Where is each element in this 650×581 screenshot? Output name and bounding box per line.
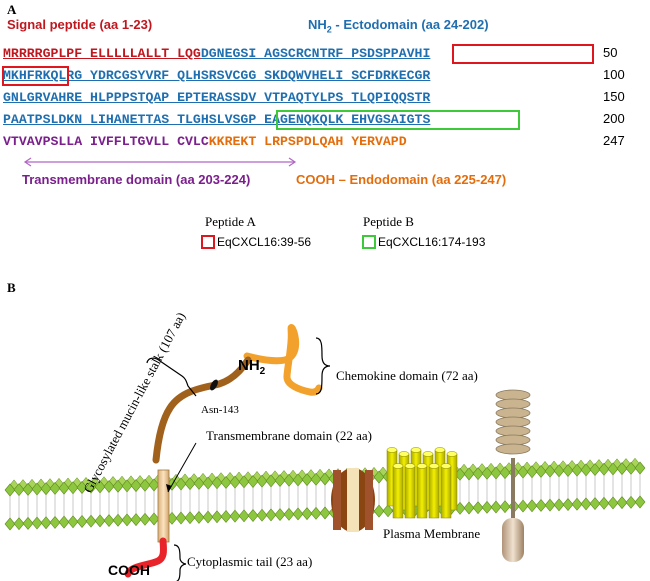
cooh-terminus-label: COOH: [108, 562, 150, 578]
sequence-line-1: MRRRRGPLPF ELLLLLALLT LQGDGNEGSI AGSCRCN…: [3, 46, 431, 61]
peptide-a-box-line1: [452, 44, 594, 64]
transmembrane-span-arrow: [23, 157, 297, 167]
yellow-helix-front-3: [416, 465, 428, 519]
yellow-helix-front-4: [428, 465, 440, 519]
sequence-line-2: MKHFRKQLRG YDRCGSYVRF QLHSRSVCGG SKDQWVH…: [3, 68, 431, 83]
sequence-number-247: 247: [603, 133, 625, 148]
peptide-b-legend-text: EqCXCL16:174-193: [378, 235, 486, 249]
stalk-bracket: [146, 357, 197, 397]
receptor-disc-1: [495, 389, 531, 401]
transmembrane-domain-label: Transmembrane domain (aa 203-224): [22, 172, 251, 187]
sequence-line-3: GNLGRVAHRE HLPPPSTQAP EPTERASSDV VTPAQTY…: [3, 90, 431, 105]
sequence-number-200: 200: [603, 111, 625, 126]
yellow-helix-front-5: [440, 465, 452, 519]
chemokine-bracket: [315, 337, 331, 395]
receptor-disc-6: [495, 434, 531, 446]
cytoplasmic-bracket: [173, 544, 187, 581]
nh2-terminus-label: NH2: [238, 357, 266, 377]
receptor-disc-5: [495, 425, 531, 437]
sequence-number-150: 150: [603, 89, 625, 104]
sequence-line-5: VTVAVPSLLA IVFFLTGVLL CVLCKKREKT LRPSPDL…: [3, 134, 407, 149]
receptor-disc-3: [495, 407, 531, 419]
stacked-receptor: [495, 389, 531, 562]
asn-143-glycosylation-marker: [210, 379, 218, 391]
receptor-disc-4: [495, 416, 531, 428]
yellow-helix-front-1: [392, 465, 404, 519]
sequence-number-100: 100: [603, 67, 625, 82]
cytoplasmic-tail-label: Cytoplasmic tail (23 aa): [187, 554, 313, 569]
plasma-membrane-label: Plasma Membrane: [383, 526, 481, 541]
peptide-b-box: [276, 110, 520, 130]
peptide-a-legend-text: EqCXCL16:39-56: [217, 235, 312, 249]
mucin-stalk-chain: [152, 356, 252, 464]
peptide-b-legend-swatch: [362, 235, 376, 249]
multipass-protein: [386, 447, 458, 519]
yellow-helix-front-2: [404, 465, 416, 519]
channel-protein: [331, 468, 375, 532]
peptide-a-box-line2: [2, 66, 69, 86]
ectodomain-header: NH2 - Ectodomain (aa 24-202): [308, 17, 489, 35]
asn-143-label: Asn-143: [201, 404, 239, 416]
tm-pointer-line: [167, 442, 197, 493]
transmembrane-segment: [157, 469, 170, 543]
cytoplasmic-tail-chain: [124, 537, 167, 578]
panel-a-letter: A: [7, 2, 17, 17]
peptide-a-legend-title: Peptide A: [205, 214, 256, 229]
peptide-a-legend-swatch: [201, 235, 215, 249]
sequence-number-50: 50: [603, 45, 618, 60]
transmembrane-domain-b-label: Transmembrane domain (22 aa): [206, 428, 372, 443]
receptor-disc-7: [495, 443, 531, 455]
signal-peptide-header: Signal peptide (aa 1-23): [7, 17, 153, 32]
chemokine-domain-chain: [243, 324, 323, 396]
receptor-disc-2: [495, 398, 531, 410]
panel-b-letter: B: [7, 280, 16, 295]
chemokine-domain-label: Chemokine domain (72 aa): [336, 368, 478, 383]
peptide-b-legend-title: Peptide B: [363, 214, 414, 229]
sequence-line-4: PAATPSLDKN LIHANETTAS TLGHSLVSGP EAGENQK…: [3, 112, 431, 127]
cooh-endodomain-label: COOH – Endodomain (aa 225-247): [296, 172, 507, 187]
